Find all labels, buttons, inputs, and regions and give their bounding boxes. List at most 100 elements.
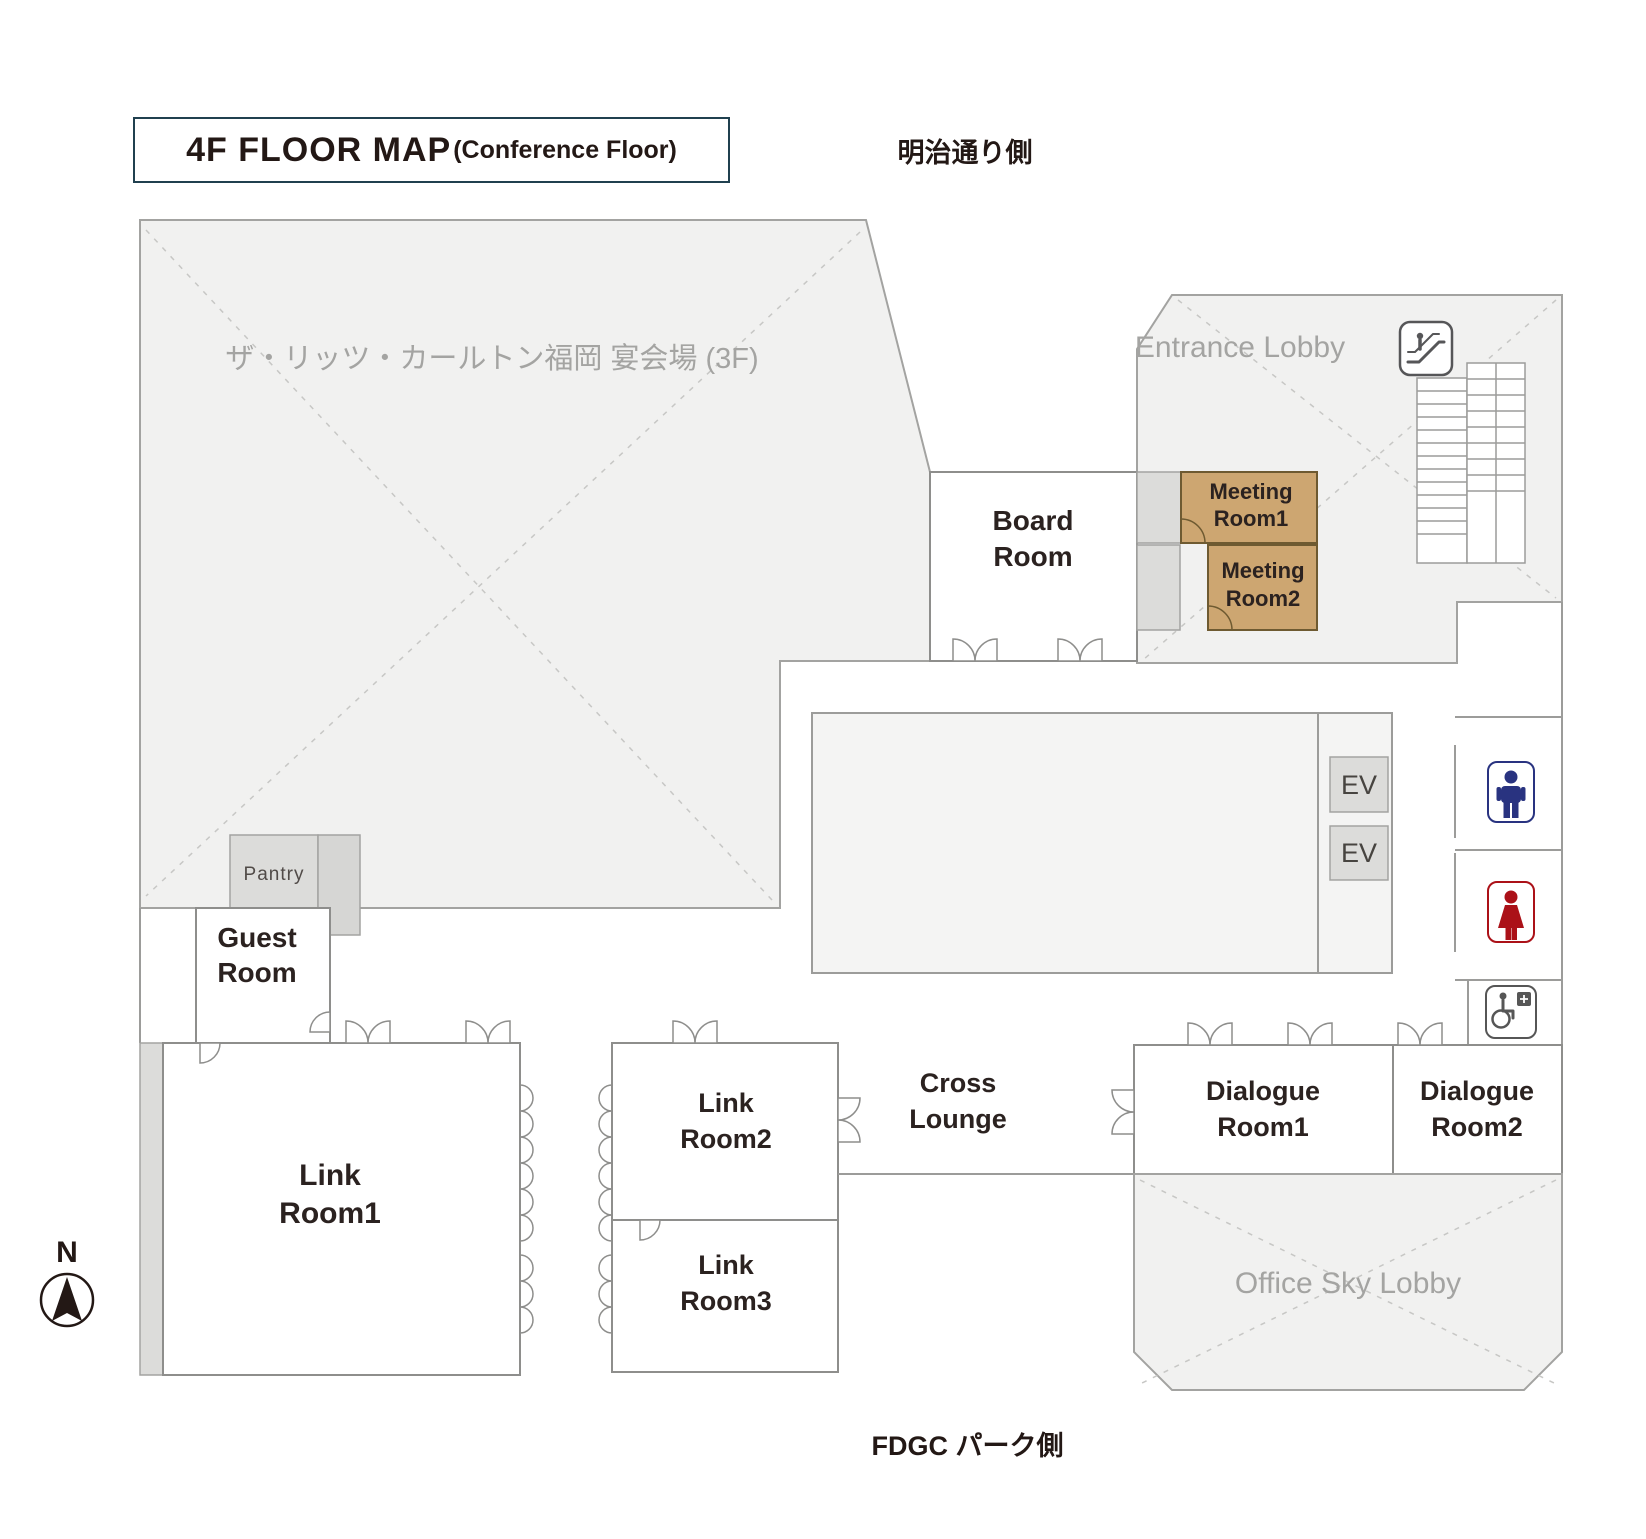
link-room1-door-1 [345, 1020, 391, 1044]
dialogue-room2-label-1: Dialogue [1420, 1076, 1534, 1106]
stair-left-treads [1417, 390, 1467, 535]
meeting-room2-label-1: Meeting [1221, 558, 1304, 583]
meeting-room2-outline [1207, 544, 1318, 631]
mens-icon-leg-left [1503, 802, 1510, 818]
accessible-icon-head [1499, 992, 1507, 1000]
elevator-hall-block: EV EV [811, 712, 1393, 974]
restroom-block [1454, 602, 1563, 1045]
link-room3-label-2: Room3 [680, 1286, 772, 1316]
link-room2-top-door [672, 1020, 718, 1044]
entrance-lobby-label: Entrance Lobby [1135, 331, 1345, 364]
accessible-icon-body [1501, 998, 1515, 1020]
elevator1-box [1329, 756, 1389, 813]
office-sky-lobby-area: Office Sky Lobby [1133, 1173, 1563, 1391]
guest-room-label-1: Guest [217, 922, 296, 953]
banquet-hall-area: ザ・リッツ・カールトン福岡 宴会場 (3F) [139, 219, 931, 909]
elevator2-box [1329, 825, 1389, 881]
meeting-room1-outline [1180, 471, 1318, 544]
link-room1-outline [162, 1042, 521, 1376]
meeting-room2-label-2: Room2 [1226, 586, 1301, 611]
escalator-handrail-line [1407, 333, 1440, 353]
link-room1-corner-door [199, 1042, 221, 1064]
service-strip-upper [1136, 471, 1182, 544]
board-room-outline [929, 471, 1138, 662]
accessible-baby-care-icon [1485, 985, 1537, 1039]
board-room-label-2: Room [993, 541, 1072, 572]
dialogue-room2-outline [1392, 1044, 1563, 1175]
pantry-label: Pantry [244, 864, 305, 885]
meeting-room1-label-2: Room1 [1214, 506, 1289, 531]
stair-left-flight [1416, 377, 1468, 564]
scallops-link2-upper [598, 1084, 613, 1242]
cross-lounge-label-2: Lounge [909, 1104, 1006, 1134]
dialogue-room1-label-1: Dialogue [1206, 1076, 1320, 1106]
meeting-room-block: Meeting Room1 Meeting Room2 [1136, 471, 1318, 631]
dialogue-room1-door-2 [1287, 1022, 1333, 1046]
page-title-main: 4F FLOOR MAP [186, 130, 452, 169]
page-title: 4F FLOOR MAP (Conference Floor) [133, 117, 730, 183]
baby-care-cross [1520, 995, 1528, 1003]
dialogue-room2-door [1397, 1022, 1443, 1046]
dialogue-room2: Dialogue Room2 [1392, 1022, 1563, 1175]
link-room1-door-2 [465, 1020, 511, 1044]
dialogue-room1: Dialogue Room1 [1111, 1022, 1394, 1175]
page-title-sub: (Conference Floor) [453, 135, 677, 164]
street-label-top: 明治通り側 [897, 138, 1033, 168]
meeting-room1-label-1: Meeting [1209, 479, 1292, 504]
link-room3: Link Room3 [611, 1219, 839, 1373]
board-room: Board Room [929, 471, 1138, 662]
cross-lounge: Cross Lounge [838, 1068, 1134, 1175]
north-arrow-triangle [52, 1277, 82, 1321]
escalator-icon [1398, 320, 1454, 377]
guest-room-door [309, 1011, 331, 1033]
guest-room-label-2: Room [217, 957, 296, 988]
link-room1-left-strip [139, 1042, 164, 1376]
womens-restroom-icon [1487, 881, 1535, 943]
mens-icon-leg-right [1512, 802, 1519, 818]
escalator-step-line [1406, 340, 1446, 364]
partition-scallops [519, 1084, 613, 1334]
womens-icon-dress [1498, 905, 1524, 928]
mens-icon-head [1504, 770, 1518, 784]
mens-icon-arm-right [1521, 787, 1526, 801]
womens-icon-head [1504, 890, 1518, 904]
compass: N [39, 1236, 95, 1328]
staircase [1416, 362, 1526, 564]
womens-icon-leg-left [1505, 928, 1511, 940]
dialogue-room2-label-2: Room2 [1431, 1112, 1523, 1142]
banquet-dashed-diagonal-1 [145, 229, 773, 901]
link-room3-label-1: Link [698, 1250, 754, 1280]
meeting-room1-door-arc [1180, 518, 1206, 544]
elevator-hall-outline [811, 712, 1393, 974]
dialogue-room1-left-door [1111, 1089, 1135, 1135]
cross-lounge-label-1: Cross [920, 1068, 997, 1098]
dialogue-room1-outline [1133, 1044, 1394, 1175]
link-room1: Link Room1 [139, 1020, 521, 1376]
link-room1-label-2: Room1 [279, 1197, 381, 1230]
link-room2-label-2: Room2 [680, 1124, 772, 1154]
board-room-label-1: Board [993, 505, 1074, 536]
scallops-link3-lower [598, 1254, 613, 1334]
pantry-outline [229, 834, 319, 909]
board-room-door-right [1057, 638, 1103, 662]
link-room2-label-1: Link [698, 1088, 754, 1118]
street-label-bottom: FDGC パーク側 [871, 1431, 1064, 1461]
dialogue-room1-door-1 [1187, 1022, 1233, 1046]
lobby-dashed-diagonal-1 [1177, 299, 1557, 599]
north-label: N [56, 1236, 78, 1269]
service-strip-lower [1136, 544, 1181, 631]
scallops-link1-lower [519, 1254, 534, 1334]
link-room3-corner-door [639, 1219, 661, 1241]
link-room2-right-door [837, 1097, 861, 1143]
guest-room-outline [195, 907, 331, 1044]
meeting-room2-door-arc [1207, 605, 1233, 631]
link-room3-outline [611, 1219, 839, 1373]
dialogue-room1-label-2: Room1 [1217, 1112, 1309, 1142]
link-room1-label-1: Link [299, 1159, 361, 1192]
mens-restroom-icon [1487, 761, 1535, 823]
board-room-door-left [952, 638, 998, 662]
womens-icon-leg-right [1511, 928, 1517, 940]
link-room2: Link Room2 [611, 1020, 861, 1221]
banquet-hall-label: ザ・リッツ・カールトン福岡 宴会場 (3F) [225, 342, 758, 375]
